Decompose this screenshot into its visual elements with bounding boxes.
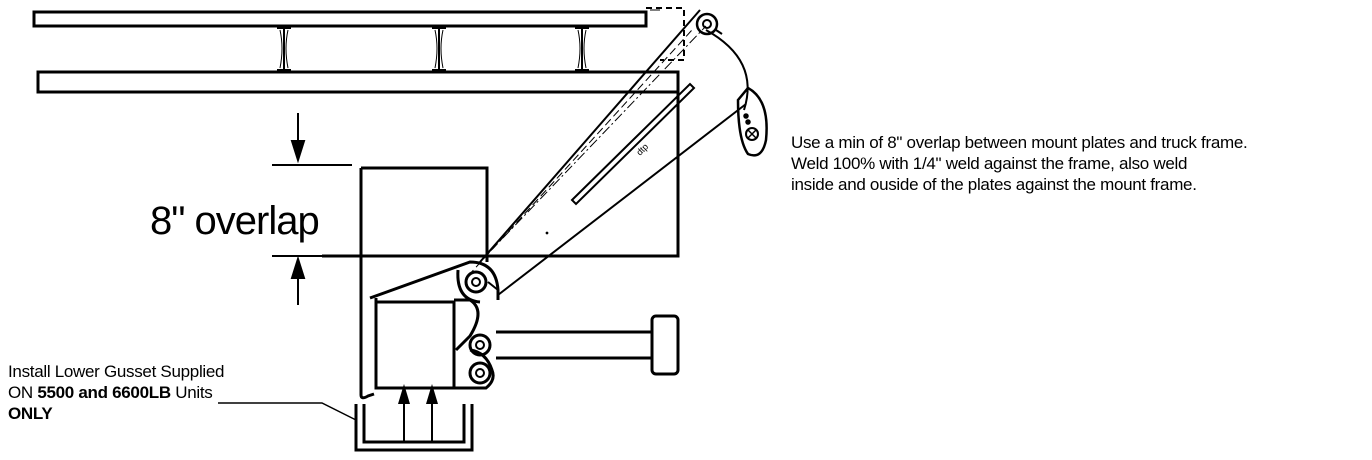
dashed-bracket [646,7,685,61]
lift-cylinder [468,314,680,385]
overlap-dimension-label: 8" overlap [150,199,320,243]
note-line: inside and ouside of the plates against … [791,175,1197,194]
overlap-dimension [272,113,352,305]
note-emphasis: ONLY [8,404,53,423]
note-text: Units [170,383,213,402]
square-tube [374,300,456,390]
top-pivot-pin [695,12,723,36]
note-line: Use a min of 8" overlap between mount pl… [791,133,1248,152]
mount-plate [359,166,489,400]
lower-gusset [354,400,474,452]
note-line: Weld 100% with 1/4" weld against the fra… [791,154,1188,173]
gusset-arrows [398,384,438,404]
note-line: Install Lower Gusset Supplied [8,362,225,381]
note-emphasis: 5500 and 6600LB [37,383,171,402]
i-beam-webs [277,27,589,71]
lower-pivot-pin [464,270,499,294]
mount-frame [322,92,680,258]
truck-frame [32,7,685,94]
upper-flange [32,10,648,28]
gusset-note: Install Lower Gusset Supplied ON 5500 an… [8,361,225,424]
lift-arm: dtp [467,9,749,296]
overlap-weld-note: Use a min of 8" overlap between mount pl… [791,132,1248,195]
note-line: ON 5500 and 6600LB Units [8,382,224,403]
hanging-tab [736,86,768,157]
lower-flange [36,70,680,94]
note-line: ONLY [8,403,224,424]
gusset-leader [218,402,357,421]
note-text: ON [8,383,38,402]
